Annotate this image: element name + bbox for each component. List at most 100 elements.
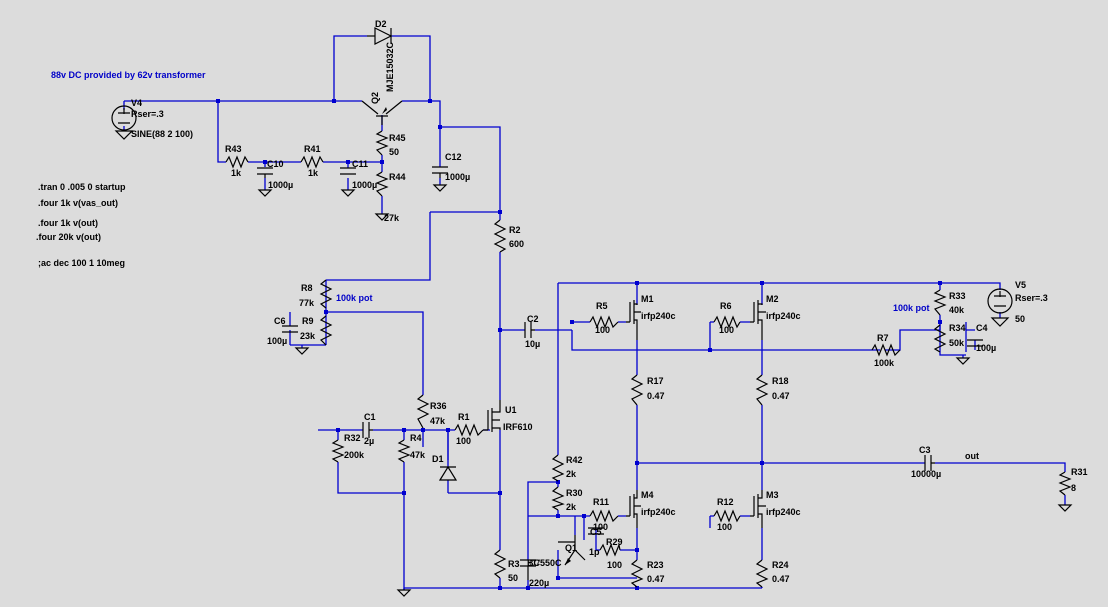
- resistor-R24[interactable]: [755, 559, 769, 588]
- label-Q1: Q1: [565, 543, 577, 553]
- capacitor-C7[interactable]: [520, 559, 536, 580]
- directive-5: ;ac dec 100 1 10meg: [38, 258, 125, 268]
- resistor-R31[interactable]: [1058, 471, 1072, 496]
- resistor-R43[interactable]: [225, 155, 249, 169]
- label-M3: M3: [766, 490, 779, 500]
- value-M2: irfp240c: [766, 311, 801, 321]
- label-R3: R3: [508, 559, 520, 569]
- label-R9: R9: [302, 316, 314, 326]
- value-C10: 1000µ: [268, 180, 293, 190]
- ground-V4-icon: [114, 130, 134, 140]
- resistor-R11[interactable]: [589, 509, 619, 523]
- label-R41: R41: [304, 144, 321, 154]
- value-U1: IRF610: [503, 422, 533, 432]
- capacitor-C4[interactable]: [967, 339, 983, 347]
- resistor-R17[interactable]: [630, 374, 644, 406]
- transistor-Q1[interactable]: [558, 535, 586, 566]
- label-R42: R42: [566, 455, 583, 465]
- label-R2: R2: [509, 225, 521, 235]
- value-V4: SINE(88 2 100): [131, 129, 193, 139]
- value-R18: 0.47: [772, 391, 790, 401]
- label-C6: C6: [274, 316, 286, 326]
- label-R6: R6: [720, 301, 732, 311]
- ground-C4-icon: [955, 357, 971, 365]
- value-R2: 600: [509, 239, 524, 249]
- mosfet-M4[interactable]: [626, 490, 641, 528]
- note-pot2: 100k pot: [893, 303, 930, 313]
- value-R7: 100k: [874, 358, 895, 368]
- label-R36: R36: [430, 401, 447, 411]
- source-V5[interactable]: [987, 288, 1013, 314]
- diode-D2[interactable]: [367, 27, 393, 45]
- resistor-R7[interactable]: [871, 343, 901, 357]
- transistor-Q2[interactable]: [361, 100, 403, 125]
- value-C6: 100µ: [267, 336, 287, 346]
- label-M4: M4: [641, 490, 654, 500]
- capacitor-C5[interactable]: [588, 527, 604, 535]
- resistor-R45[interactable]: [375, 130, 389, 156]
- resistor-R32[interactable]: [331, 439, 345, 463]
- resistor-R33[interactable]: [933, 289, 947, 316]
- resistor-R8[interactable]: [319, 279, 333, 309]
- label-C7: C7: [529, 558, 541, 568]
- value-R4: 47k: [410, 450, 426, 460]
- value-R29: 100: [607, 560, 622, 570]
- label-C2: C2: [527, 314, 539, 324]
- value-R31: 8: [1071, 483, 1076, 493]
- mosfet-M2[interactable]: [750, 300, 766, 340]
- resistor-R41[interactable]: [300, 155, 324, 169]
- resistor-R3[interactable]: [493, 549, 507, 579]
- resistor-R44[interactable]: [375, 171, 389, 197]
- value-R11: 100: [593, 522, 608, 532]
- value-C2: 10µ: [525, 339, 540, 349]
- label-R33: R33: [949, 291, 966, 301]
- capacitor-C10[interactable]: [257, 167, 273, 178]
- resistor-R12[interactable]: [713, 509, 741, 523]
- ground-C10-icon: [257, 189, 273, 197]
- resistor-R23[interactable]: [630, 559, 644, 588]
- resistor-R34[interactable]: [933, 324, 947, 353]
- capacitor-C1[interactable]: [362, 422, 373, 438]
- label-R45: R45: [389, 133, 406, 143]
- capacitor-C3[interactable]: [924, 455, 935, 471]
- junctions: [216, 99, 942, 590]
- value-R43: 1k: [231, 168, 242, 178]
- diode-D1[interactable]: [438, 465, 458, 481]
- resistor-R18[interactable]: [755, 374, 769, 406]
- resistor-R1[interactable]: [454, 423, 484, 437]
- resistor-R5[interactable]: [589, 315, 619, 329]
- note-transformer: 88v DC provided by 62v transformer: [51, 70, 206, 80]
- value-R44: 27k: [384, 213, 400, 223]
- capacitor-C11[interactable]: [340, 167, 356, 175]
- value-R8: 77k: [299, 298, 315, 308]
- source-V4[interactable]: [111, 105, 137, 131]
- resistor-R29[interactable]: [599, 542, 621, 557]
- label-R5: R5: [596, 301, 608, 311]
- resistor-R30[interactable]: [551, 486, 565, 511]
- resistor-R4[interactable]: [397, 439, 411, 463]
- value-R45: 50: [389, 147, 399, 157]
- label-R30: R30: [566, 488, 583, 498]
- net-label-out: out: [965, 451, 979, 461]
- mosfet-M3[interactable]: [750, 490, 766, 528]
- capacitor-C12[interactable]: [432, 166, 448, 178]
- resistor-R2[interactable]: [493, 219, 507, 253]
- capacitor-C6[interactable]: [282, 325, 298, 333]
- label-C5: C5: [590, 527, 602, 537]
- value-R5: 100: [595, 325, 610, 335]
- mosfet-U1[interactable]: [483, 400, 501, 432]
- capacitor-C2[interactable]: [524, 322, 535, 338]
- resistor-R9[interactable]: [319, 315, 333, 346]
- value-C5: 1p: [589, 547, 600, 557]
- resistor-R36[interactable]: [416, 394, 430, 429]
- label-V4: V4: [131, 98, 142, 108]
- label-D1: D1: [432, 454, 444, 464]
- mosfet-M1[interactable]: [626, 300, 641, 340]
- value-Q1: BC550C: [527, 558, 562, 568]
- resistor-R6[interactable]: [713, 315, 741, 329]
- resistor-R42[interactable]: [551, 454, 565, 482]
- directive-1: .tran 0 .005 0 startup: [38, 182, 126, 192]
- value-R23: 0.47: [647, 574, 665, 584]
- label-D2: D2: [375, 19, 387, 29]
